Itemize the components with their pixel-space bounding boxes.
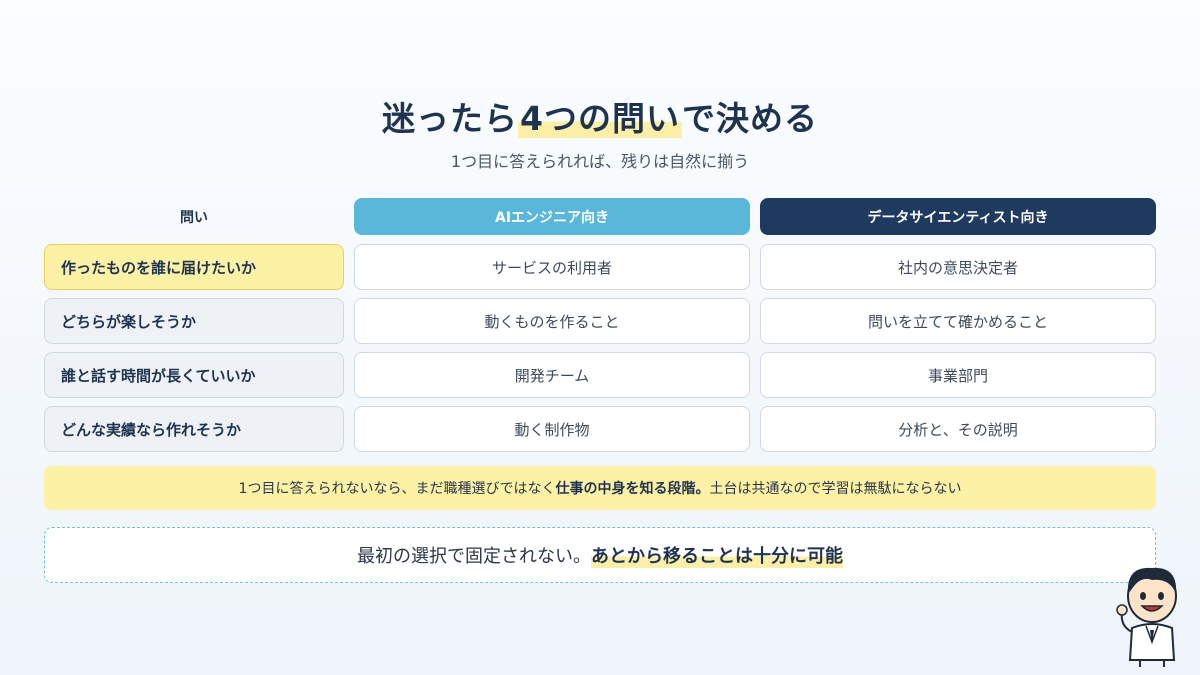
question-cell: 誰と話す時間が長くていいか (44, 352, 344, 398)
question-cell: どんな実績なら作れそうか (44, 406, 344, 452)
callout-box: 最初の選択で固定されない。あとから移ることは十分に可能 (44, 527, 1156, 583)
ai-answer-cell: 動く制作物 (354, 406, 750, 452)
note-banner: 1つ目に答えられないなら、まだ職種選びではなく仕事の中身を知る段階。土台は共通な… (44, 466, 1156, 510)
ds-answer-cell: 社内の意思決定者 (760, 244, 1156, 290)
title-part1: 迷ったら (382, 99, 519, 138)
note-bold: 仕事の中身を知る段階。 (555, 481, 710, 497)
table-row: どちらが楽しそうか 動くものを作ること 問いを立てて確かめること (0, 298, 1200, 344)
column-header-data-scientist: データサイエンティスト向き (760, 198, 1156, 235)
note-pre: 1つ目に答えられないなら、まだ職種選びではなく (238, 481, 556, 497)
ds-answer-cell: 事業部門 (760, 352, 1156, 398)
question-cell: 作ったものを誰に届けたいか (44, 244, 344, 290)
page-title: 迷ったら4つの問いで決める (0, 92, 1200, 140)
ai-answer-cell: 開発チーム (354, 352, 750, 398)
ds-answer-cell: 問いを立てて確かめること (760, 298, 1156, 344)
title-part2: で決める (681, 99, 818, 138)
mascot-illustration (1116, 567, 1177, 667)
ds-answer-cell: 分析と、その説明 (760, 406, 1156, 452)
page-subtitle: 1つ目に答えられれば、残りは自然に揃う (450, 152, 750, 171)
note-post: 土台は共通なので学習は無駄にならない (709, 481, 962, 497)
callout-pre: 最初の選択で固定されない。 (357, 546, 591, 567)
column-header-ai-engineer: AIエンジニア向き (354, 198, 750, 235)
table-row: 誰と話す時間が長くていいか 開発チーム 事業部門 (0, 352, 1200, 398)
ai-answer-cell: サービスの利用者 (354, 244, 750, 290)
title-highlight: 4つの問い (518, 99, 682, 138)
column-header-question: 問い (180, 209, 208, 226)
callout-strong: あとから移ることは十分に可能 (591, 542, 843, 568)
question-cell: どちらが楽しそうか (44, 298, 344, 344)
ai-answer-cell: 動くものを作ること (354, 298, 750, 344)
table-row: どんな実績なら作れそうか 動く制作物 分析と、その説明 (0, 406, 1200, 452)
table-row: 作ったものを誰に届けたいか サービスの利用者 社内の意思決定者 (0, 244, 1200, 290)
